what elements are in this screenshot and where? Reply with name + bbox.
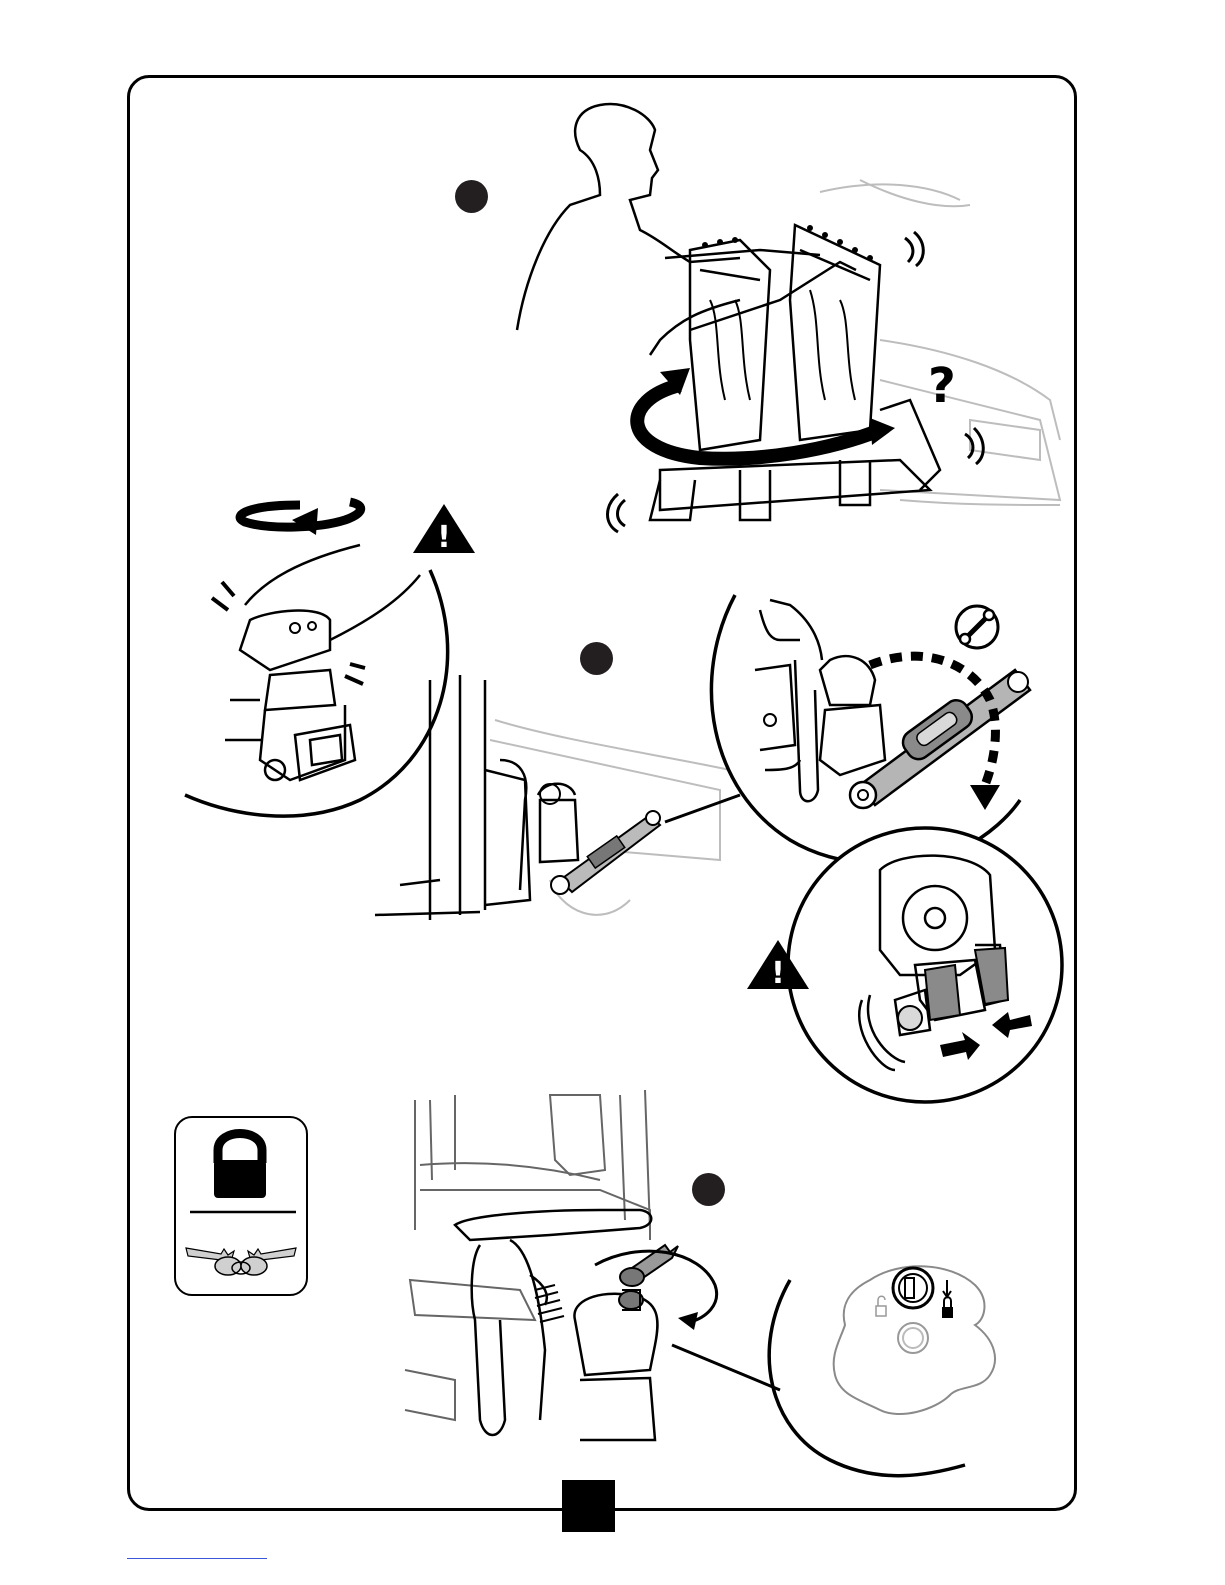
keys-icon <box>186 1248 296 1275</box>
step-3-illustration <box>405 1090 780 1440</box>
warning-mark-middle: ! <box>771 956 785 991</box>
lock-keys-card <box>174 1116 308 1296</box>
page-number-tab <box>562 1480 615 1532</box>
hand-knob-inset <box>185 502 448 816</box>
step-2-marker <box>580 642 613 675</box>
warning-mark-top: ! <box>437 520 451 555</box>
question-mark-icon: ? <box>928 358 956 414</box>
wrench-small <box>551 811 660 894</box>
step-1-marker <box>455 180 488 213</box>
footer-rule <box>127 1558 267 1559</box>
padlock-icon <box>176 1118 306 1294</box>
keys-in-lock <box>619 1245 678 1310</box>
clamp-detail-inset <box>788 828 1062 1102</box>
step-2-illustration <box>375 675 740 920</box>
step-3-marker <box>692 1173 725 1206</box>
step-1-illustration <box>517 104 1060 532</box>
wrench-icon <box>956 606 998 648</box>
lock-detail-inset <box>769 1266 995 1475</box>
